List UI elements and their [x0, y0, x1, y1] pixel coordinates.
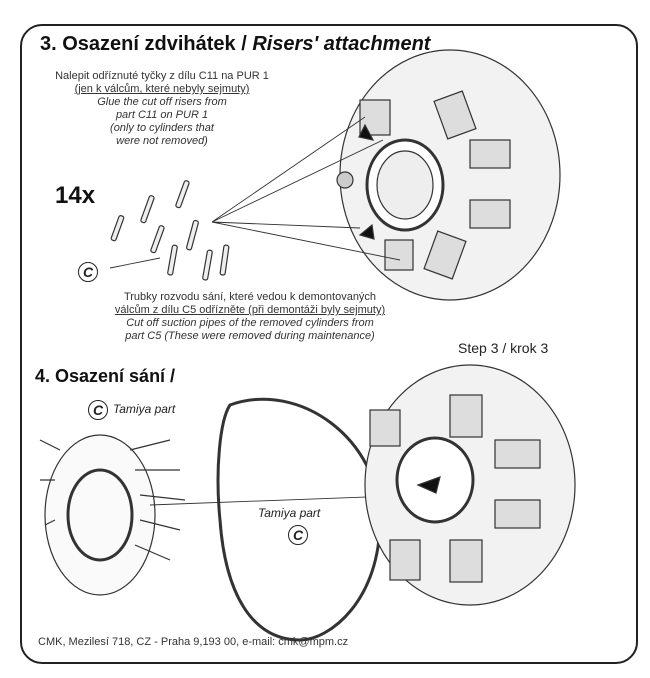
- note-en-line: part C5 (These were removed during maint…: [125, 330, 375, 342]
- quantity-label: 14x: [55, 182, 96, 209]
- note-cz-line2: (jen k válcům, které nebyly sejmuty): [74, 83, 250, 95]
- step4-title: 4. Osazení sání /: [35, 366, 176, 386]
- note-cz-line1: Nalepit odříznuté tyčky z dílu C11 na PU…: [55, 70, 269, 82]
- engine-drawing-bottom: [364, 364, 576, 606]
- step3-note-risers: Nalepit odříznuté tyčky z dílu C11 na PU…: [32, 70, 292, 148]
- note-cz-line1: Trubky rozvodu sání, které vedou k demon…: [123, 291, 377, 303]
- step3-title: 3. Osazení zdvihátek / Risers' attachmen…: [40, 33, 431, 55]
- footer-contact: CMK, Mezilesí 718, CZ - Praha 9,193 00, …: [38, 636, 349, 648]
- intake-part-drawing: [39, 434, 186, 596]
- tamiya-part-label: Tamiya part: [113, 402, 176, 416]
- note-cz-line2: válcům z dílu C5 odřízněte (při demontáž…: [114, 304, 386, 316]
- sheet-frame: [20, 24, 638, 664]
- note-en-line: (only to cylinders that: [110, 122, 214, 134]
- cowling-ring-drawing: [216, 397, 382, 642]
- riser-parts: [110, 180, 230, 281]
- tamiya-part-label: Tamiya part: [258, 506, 321, 520]
- note-en-line: were not removed): [116, 135, 208, 147]
- part-c-marker: C: [78, 262, 98, 282]
- part-c-marker: C: [288, 525, 308, 545]
- note-en-line: Cut off suction pipes of the removed cyl…: [126, 317, 374, 329]
- note-en-line: part C11 on PUR 1: [115, 109, 209, 121]
- part-c-marker: C: [88, 400, 108, 420]
- step-label: Step 3 / krok 3: [458, 340, 549, 356]
- engine-drawing-top: [336, 49, 561, 301]
- note-en-line: Glue the cut off risers from: [97, 96, 227, 108]
- step3-note-pipes: Trubky rozvodu sání, které vedou k demon…: [60, 291, 440, 343]
